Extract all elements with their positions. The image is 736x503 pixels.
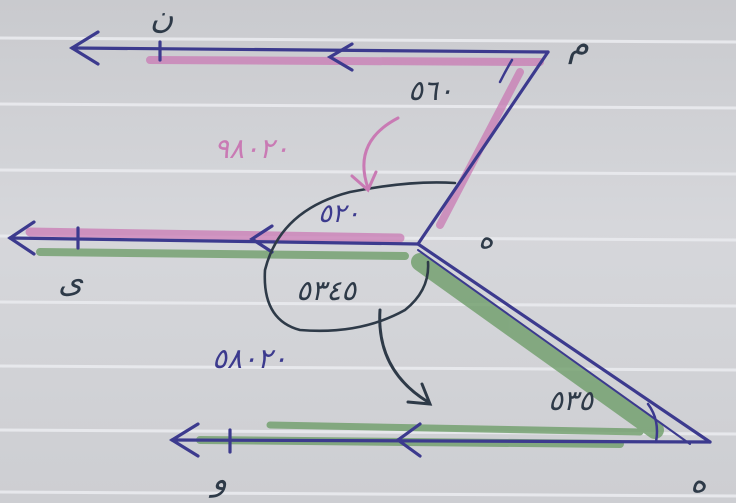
angle-label-middle-small: ٥٢٠ <box>318 199 360 229</box>
ray-middle-arrowhead <box>7 220 36 256</box>
ray-top <box>70 46 550 54</box>
ray-middle-mid-arrow <box>249 224 274 254</box>
arc-top <box>498 58 514 84</box>
pink-annotation: ٩٨٠٢٠ <box>214 132 289 165</box>
segment-m-vertex <box>416 50 550 246</box>
label-point-bottom-right: ه <box>690 462 707 500</box>
ray-bottom-mid-arrow <box>395 422 422 458</box>
green-curved-arrow <box>378 308 430 404</box>
angle-label-reflex: ٥٣٤٥ <box>296 274 357 307</box>
pink-curved-arrow <box>362 116 400 190</box>
ray-top-mid-arrow <box>326 42 354 72</box>
label-point-top-right: م <box>568 25 589 65</box>
green-annotation: ٥٨٠٢٠ <box>212 342 287 375</box>
angle-label-top: ٥٦٠ <box>408 74 453 107</box>
angle-arcs <box>263 58 659 444</box>
green-highlights <box>36 248 664 448</box>
figure-lines <box>7 30 712 458</box>
ray-bottom <box>170 438 712 444</box>
angle-label-bottom: ٥٣٥ <box>548 384 594 417</box>
ray-top-arrowhead <box>68 30 100 66</box>
label-point-bottom-left: و <box>208 460 227 498</box>
segment-vertex-h <box>416 242 712 444</box>
labels: م ن ه ى ه و ٥٦٠ ٥٢٠ ٥٣٤٥ ٥٣٥ ٩٨٠٢٠ ٥٨٠٢٠ <box>58 0 707 500</box>
pink-highlights <box>25 56 544 243</box>
label-point-middle-left: ى <box>58 262 84 300</box>
ray-bottom-arrowhead <box>168 422 200 458</box>
label-point-top-left: ن <box>150 0 174 36</box>
label-point-vertex: ه <box>478 221 494 256</box>
arc-bottom <box>646 402 659 444</box>
